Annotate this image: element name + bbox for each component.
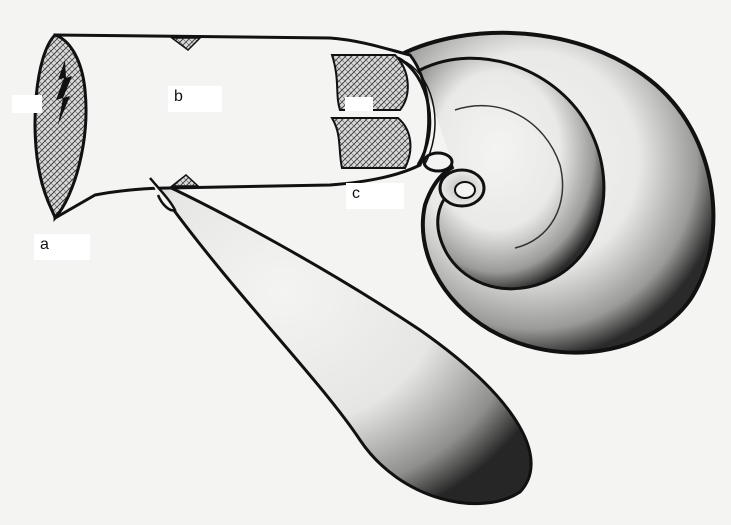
- label-a: a: [34, 234, 90, 260]
- label-b: b: [168, 86, 222, 112]
- label-c: c: [346, 183, 404, 209]
- blank-label-middle: [345, 97, 373, 111]
- hatched-block-lower: [332, 118, 410, 168]
- blank-label-left: [12, 95, 42, 113]
